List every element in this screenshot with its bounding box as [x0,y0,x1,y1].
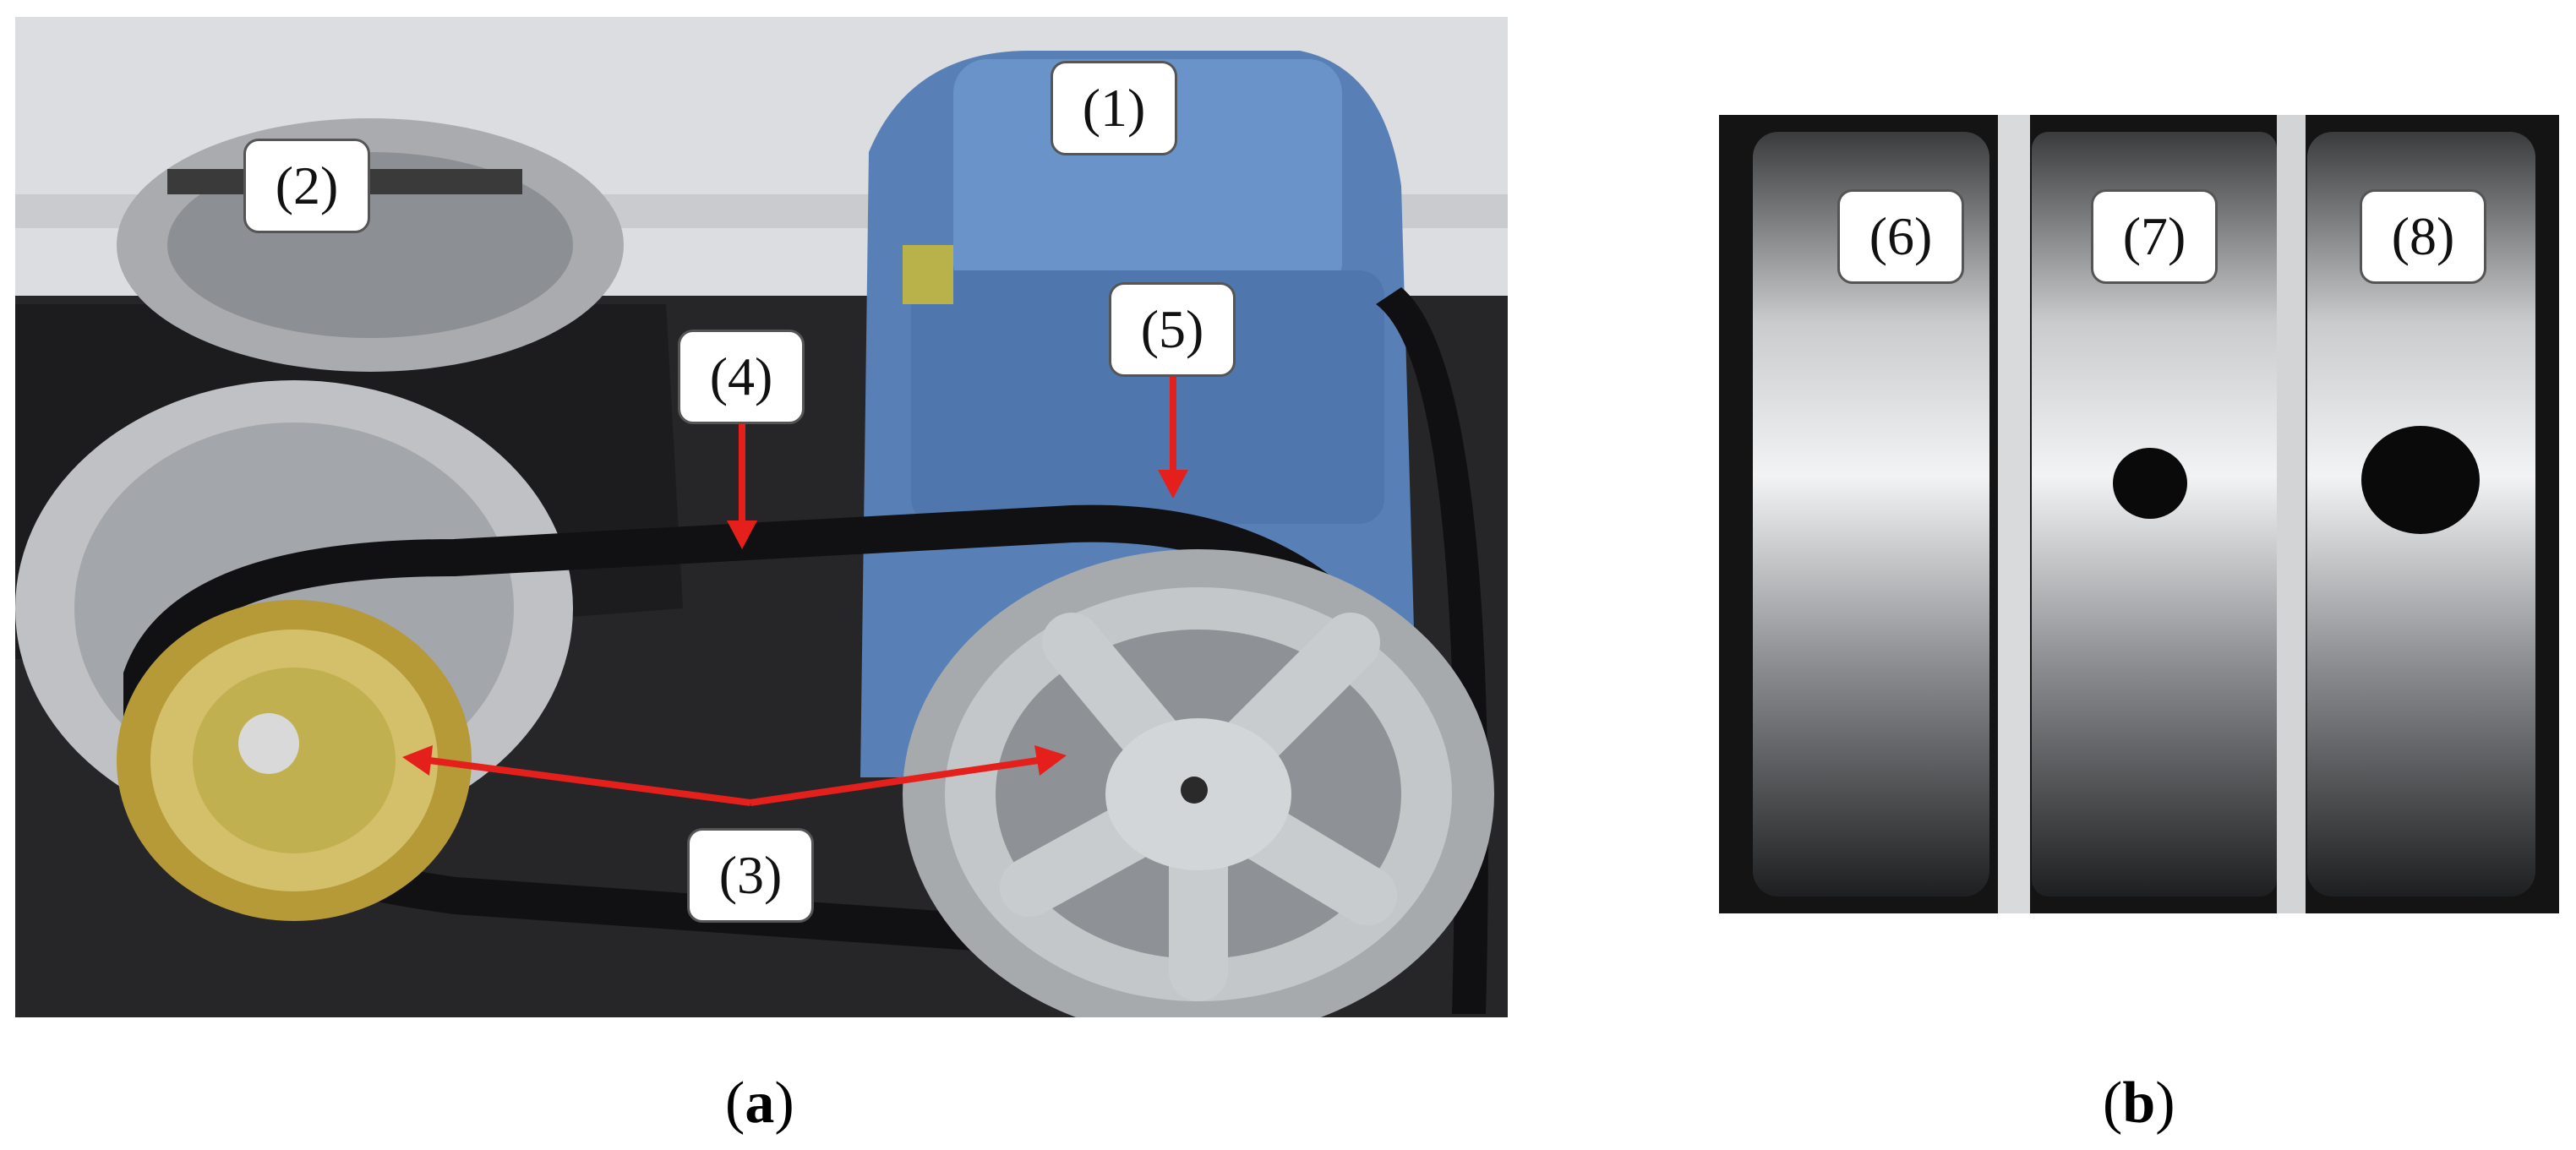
label-motor: (1) [1051,61,1177,155]
label-key: (5) [1109,282,1236,377]
photo-belt-drive: (1) (2) (3) (4) (5) [15,17,1508,1017]
label-alternator: (2) [243,139,370,233]
caption-panel-a: (a) [725,1071,794,1136]
label-belt: (4) [678,330,805,424]
caption-panel-b: (b) [2103,1071,2175,1136]
label-bearing-large-fault: (8) [2360,189,2486,284]
photo-bearings: (6) (7) (8) [1719,115,2559,913]
label-pulleys: (3) [687,828,814,923]
label-bearing-healthy: (6) [1837,189,1964,284]
label-bearing-small-fault: (7) [2091,189,2218,284]
